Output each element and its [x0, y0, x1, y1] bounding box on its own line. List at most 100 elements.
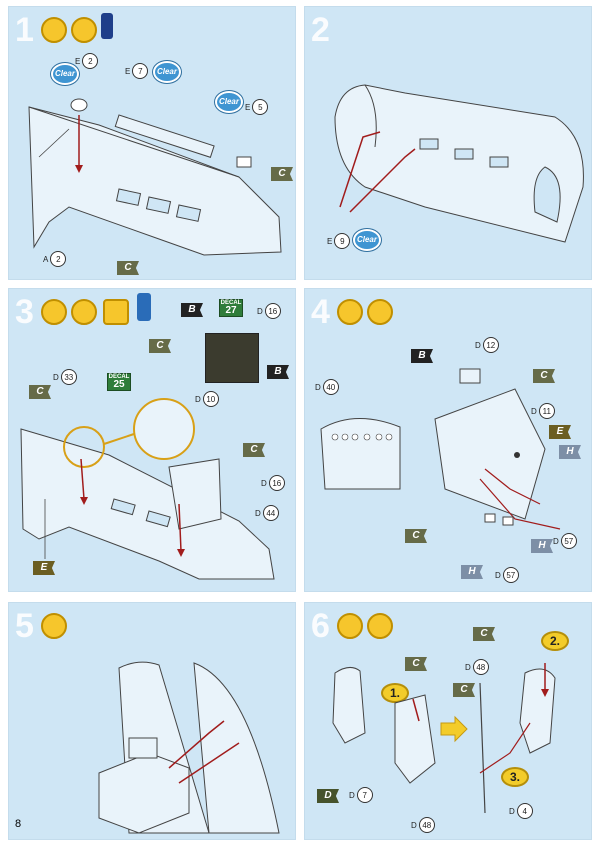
clear-badge: Clear — [51, 63, 79, 85]
part-letter: D — [411, 820, 417, 830]
sub-step-badge: 3. — [501, 767, 529, 787]
part-number: 7 — [132, 63, 149, 79]
step-1-panel: 1 Clear E 2 E 7 Clear Clear E 5 A 2 C C — [8, 6, 296, 280]
part-letter: D — [255, 508, 261, 518]
paint-flag: E — [549, 425, 571, 439]
part-letter: D — [553, 536, 559, 546]
paint-flag: C — [453, 683, 475, 697]
part-number: 2 — [82, 53, 99, 69]
paint-flag: C — [271, 167, 293, 181]
decal-badge: DECAL 25 — [107, 373, 131, 391]
part-number: 40 — [322, 379, 339, 395]
paint-flag: C — [149, 339, 171, 353]
part-letter: D — [195, 394, 201, 404]
paint-brush-icon — [41, 613, 67, 639]
decal-soak-icon — [103, 299, 129, 325]
paint-flag: B — [181, 303, 203, 317]
instrument-panel-decal — [205, 333, 259, 383]
part-letter: D — [475, 340, 481, 350]
paint-flag: C — [533, 369, 555, 383]
fuselage-interior-drawing — [98, 661, 280, 834]
paint-flag: E — [33, 561, 55, 575]
paint-flag: C — [405, 657, 427, 671]
step-3-panel: 3 B DECAL 27 D 16 C B D 33 DECAL 25 C D … — [8, 288, 296, 592]
part-number: 10 — [202, 391, 219, 407]
part-letter: E — [245, 102, 251, 112]
part-ref: D 57 — [553, 533, 577, 549]
part-ref: E 7 — [125, 63, 149, 79]
part-number: 48 — [472, 659, 489, 675]
paint-brush-icon — [71, 17, 97, 43]
paint-flag: H — [531, 539, 553, 553]
part-letter: A — [43, 254, 49, 264]
part-ref: D 16 — [261, 475, 285, 491]
paint-brush-icon — [41, 17, 67, 43]
part-number: 33 — [60, 369, 77, 385]
part-letter: D — [495, 570, 501, 580]
sub-step-badge: 2. — [541, 631, 569, 651]
paint-brush-icon — [337, 613, 363, 639]
paint-flag: D — [317, 789, 339, 803]
step-number: 2 — [311, 11, 330, 49]
part-number: 16 — [268, 475, 285, 491]
part-letter: E — [327, 236, 333, 246]
cockpit-drawing — [320, 368, 561, 530]
paint-brush-icon — [367, 299, 393, 325]
part-number: 57 — [502, 567, 519, 583]
part-ref: D 11 — [531, 403, 555, 419]
decal-badge: DECAL 27 — [219, 299, 243, 317]
part-letter: D — [509, 806, 515, 816]
sub-step-badge: 1. — [381, 683, 409, 703]
step-number: 3 — [15, 293, 34, 331]
paint-flag: H — [461, 565, 483, 579]
part-ref: D 10 — [195, 391, 219, 407]
page-number: 8 — [15, 818, 22, 830]
part-letter: E — [75, 56, 81, 66]
paint-flag: B — [267, 365, 289, 379]
paint-brush-icon — [337, 299, 363, 325]
step-number: 4 — [311, 293, 330, 331]
part-letter: D — [465, 662, 471, 672]
clear-badge: Clear — [215, 91, 243, 113]
step-number: 1 — [15, 11, 34, 49]
clear-badge: Clear — [153, 61, 181, 83]
part-letter: E — [125, 66, 131, 76]
paint-bottle-icon — [101, 13, 113, 39]
part-number: 16 — [264, 303, 281, 319]
step-4-panel: 4 D 12 B C D 40 D 11 E H C H D 57 H D 57 — [304, 288, 592, 592]
step-6-panel: 6 C 2. D 48 C 1. C 3. D D 7 D 4 D 48 — [304, 602, 592, 840]
decal-number: 27 — [225, 305, 237, 316]
part-ref: D 4 — [509, 803, 533, 819]
part-letter: D — [261, 478, 267, 488]
paint-flag: C — [473, 627, 495, 641]
part-ref: D 48 — [411, 817, 435, 833]
part-ref: E 5 — [245, 99, 269, 115]
part-ref: E 9 — [327, 233, 351, 249]
paint-brush-icon — [367, 613, 393, 639]
step-2-panel: 2 E 9 Clear — [304, 6, 592, 280]
step-number: 6 — [311, 607, 330, 645]
part-ref: D 16 — [257, 303, 281, 319]
part-number: 9 — [334, 233, 351, 249]
glue-bottle-icon — [137, 293, 151, 321]
paint-brush-icon — [41, 299, 67, 325]
part-number: 7 — [356, 787, 373, 803]
part-ref: E 2 — [75, 53, 99, 69]
part-ref: D 57 — [495, 567, 519, 583]
fuselage-drawing — [20, 398, 275, 580]
part-ref: A 2 — [43, 251, 67, 267]
seat-assembly-drawing — [332, 663, 556, 814]
decal-label: DECAL — [108, 374, 130, 380]
paint-flag: C — [117, 261, 139, 275]
clear-badge: Clear — [353, 229, 381, 251]
part-letter: D — [53, 372, 59, 382]
step-number: 5 — [15, 607, 34, 645]
part-letter: D — [315, 382, 321, 392]
paint-flag: C — [243, 443, 265, 457]
decal-number: 25 — [113, 379, 125, 390]
paint-flag: C — [29, 385, 51, 399]
paint-flag: B — [411, 349, 433, 363]
part-number: 2 — [50, 251, 67, 267]
decal-label: DECAL — [220, 300, 242, 306]
part-ref: D 12 — [475, 337, 499, 353]
